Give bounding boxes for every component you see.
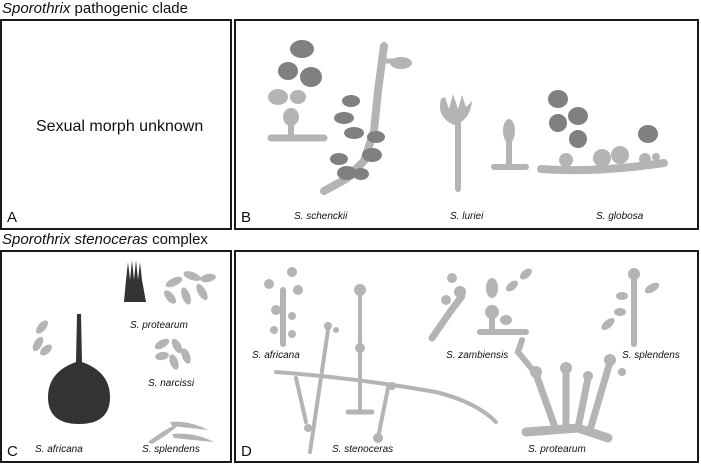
- heading-genus: Sporothrix: [2, 0, 71, 17]
- panel-letter-c: C: [7, 443, 18, 460]
- caption-schenckii: S. schenckii: [294, 211, 348, 222]
- d-splendens-illustration: [601, 268, 660, 347]
- caption-d-splendens: S. splendens: [622, 350, 680, 361]
- heading-rest: complex: [147, 231, 208, 248]
- d-africana-illustration: [264, 267, 303, 347]
- caption-c-narcissi: S. narcissi: [148, 378, 195, 389]
- caption-d-stenoceras: S. stenoceras: [332, 444, 394, 455]
- panel-letter-a: A: [7, 209, 18, 226]
- heading-stenoceras-complex: Sporothrix stenoceras complex: [2, 231, 208, 248]
- d-protearum-illustration: [514, 337, 626, 443]
- globosa-illustration: [537, 90, 668, 175]
- narcissi-spores-illustration: [154, 338, 191, 370]
- caption-d-zambiensis: S. zambiensis: [446, 350, 509, 361]
- caption-c-splendens: S. splendens: [142, 444, 200, 455]
- panel-a: Sexual morph unknown A: [0, 19, 232, 230]
- panel-letter-d: D: [241, 443, 252, 460]
- panel-c-illustration: [32, 260, 216, 444]
- caption-globosa: S. globosa: [596, 211, 644, 222]
- panel-b-illustration: [267, 40, 668, 195]
- splendens-spores-illustration: [148, 421, 214, 444]
- heading-pathogenic-clade: Sporothrix pathogenic clade: [2, 0, 188, 17]
- schenckii-illustration: [267, 40, 412, 195]
- panel-letter-b: B: [241, 209, 252, 226]
- caption-luriei: S. luriei: [450, 211, 484, 222]
- africana-spores-illustration: [32, 320, 52, 356]
- panel-c: S. protearum S. narcissi S. africana S. …: [0, 250, 232, 463]
- protearum-spores-illustration: [164, 271, 216, 305]
- d-zambiensis-illustration: [428, 268, 532, 342]
- panel-d-illustration: [264, 267, 660, 454]
- heading-rest: pathogenic clade: [70, 0, 188, 17]
- africana-ascoma-illustration: [48, 314, 110, 424]
- d-stenoceras-illustration: [274, 284, 498, 454]
- caption-d-protearum: S. protearum: [528, 444, 586, 455]
- caption-d-africana: S. africana: [252, 350, 300, 361]
- panel-b: S. schenckii S. luriei S. globosa B: [234, 19, 699, 230]
- panel-d: S. africana S. zambiensis S. splendens S…: [234, 250, 699, 463]
- caption-c-africana: S. africana: [35, 444, 83, 455]
- sexual-morph-text: Sexual morph unknown: [36, 118, 204, 135]
- heading-genus: Sporothrix stenoceras: [2, 231, 148, 248]
- caption-c-protearum: S. protearum: [130, 320, 188, 331]
- protearum-ascoma-illustration: [124, 260, 146, 302]
- luriei-illustration: [439, 94, 529, 192]
